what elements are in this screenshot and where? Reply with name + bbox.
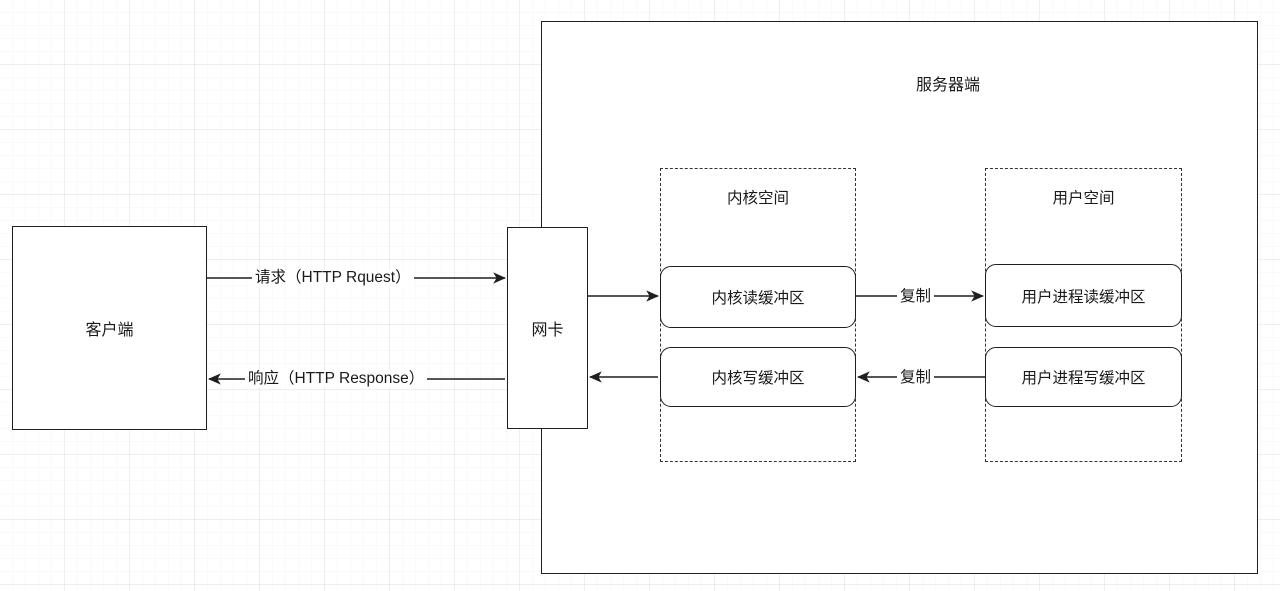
user-read-buffer-label: 用户进程读缓冲区 <box>1021 288 1146 306</box>
server-label: 服务器端 <box>915 77 980 94</box>
kernel-write-buffer-label: 内核写缓冲区 <box>711 370 805 387</box>
kernel-read-buffer-box: 内核读缓冲区 <box>660 266 856 328</box>
user-write-buffer-label: 用户进程写缓冲区 <box>1021 370 1146 387</box>
edge-label-response: 响应（HTTP Response） <box>245 371 428 387</box>
client-label: 客户端 <box>85 322 134 339</box>
user-write-buffer-box: 用户进程写缓冲区 <box>985 347 1182 407</box>
user-read-buffer-box: 用户进程读缓冲区 <box>985 264 1182 327</box>
kernel-write-buffer-box: 内核写缓冲区 <box>660 347 856 407</box>
edge-label-request: 请求（HTTP Rquest） <box>252 270 414 286</box>
kernel-space-label: 内核空间 <box>726 190 789 207</box>
client-box: 客户端 <box>12 226 207 430</box>
kernel-read-buffer-label: 内核读缓冲区 <box>711 290 805 307</box>
network-card-box: 网卡 <box>507 227 588 429</box>
edge-label-copy-to-kernel: 复制 <box>897 370 935 386</box>
user-space-label: 用户空间 <box>1052 190 1115 207</box>
network-card-label: 网卡 <box>531 322 564 339</box>
edge-label-copy-to-user: 复制 <box>897 289 935 305</box>
